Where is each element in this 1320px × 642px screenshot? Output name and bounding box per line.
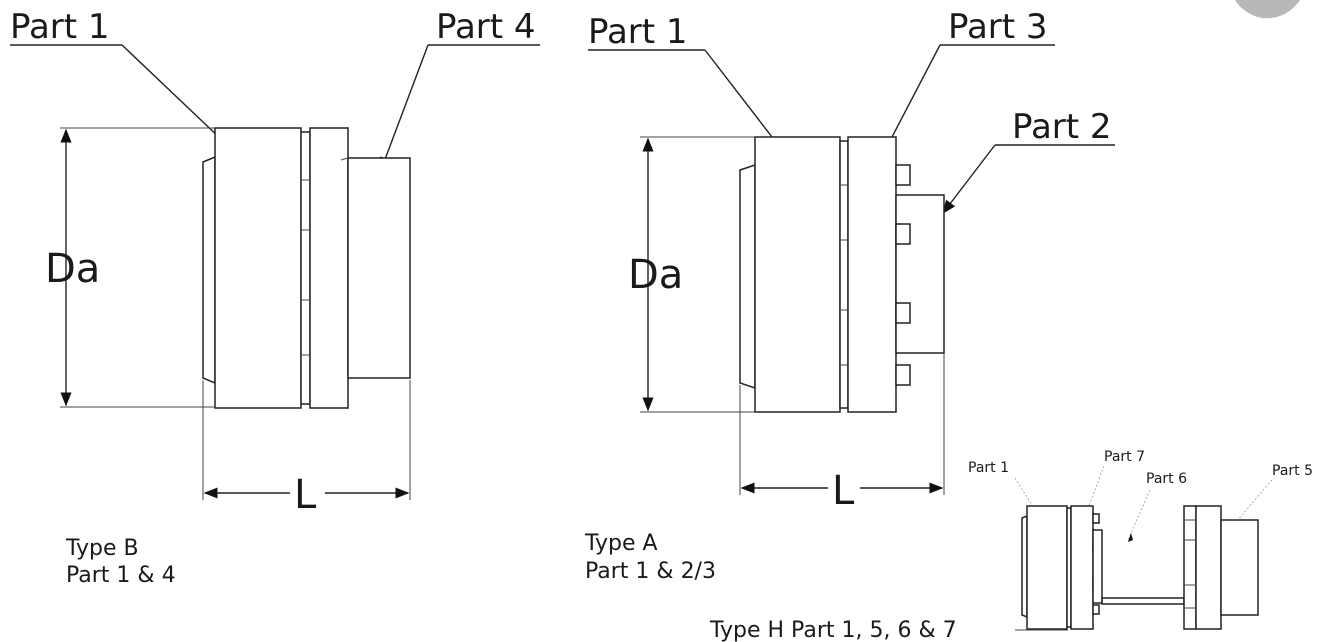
type-b-flange [309, 127, 349, 409]
type-h-part5-body [1220, 519, 1259, 616]
type-b-part1-body [214, 127, 302, 409]
type-b-da-label: Da [45, 246, 100, 292]
type-b-caption-1: Type B [65, 536, 139, 561]
type-h-part7-label: Part 7 [1104, 449, 1145, 465]
type-a-part3-flange [847, 136, 897, 413]
type-h-part1-leader [1014, 477, 1038, 514]
type-b-l-label: L [294, 472, 317, 518]
type-a-caption-1: Type A [584, 531, 658, 556]
type-b-part1-label: Part 1 [10, 7, 110, 47]
part2-leader [942, 144, 996, 215]
type-a-drawing: Part 1 Part 3 Part 2 Da L Type A Part 1 … [584, 7, 1115, 584]
type-a-l-label: L [832, 468, 855, 514]
type-a-part1-label: Part 1 [588, 12, 688, 52]
arrow-tip [1128, 533, 1133, 542]
type-h-part6-label: Part 6 [1146, 471, 1187, 487]
type-h-part5-leader [1235, 479, 1273, 523]
type-b-hub-lip [202, 155, 216, 385]
type-b-gap [300, 131, 311, 405]
type-h-part1-body [1026, 505, 1068, 630]
bolt-head [895, 302, 911, 324]
type-a-hub-lip [739, 163, 756, 390]
type-a-da-label: Da [628, 252, 683, 298]
edge [340, 157, 349, 161]
bolt-head [895, 223, 911, 245]
type-h-part6-leader [1127, 489, 1151, 541]
type-h-right-ring [1183, 505, 1197, 630]
type-a-part2-body [895, 194, 945, 354]
type-h-part1-label: Part 1 [968, 460, 1009, 476]
corner-decoration [1235, 0, 1300, 19]
bolt-head [895, 364, 911, 386]
type-h-part5-label: Part 5 [1272, 463, 1313, 479]
type-b-part4-label: Part 4 [436, 7, 536, 47]
type-h-part5-flange [1195, 505, 1222, 630]
type-h-part7-leader [1087, 465, 1105, 509]
type-b-part4-body [347, 157, 411, 379]
type-a-gap [839, 140, 849, 409]
type-h-drawing: Part 1 Part 7 Part 6 Part 5 Type H Part … [709, 449, 1313, 642]
type-a-part1-body [754, 136, 841, 413]
type-a-part3-label: Part 3 [948, 7, 1048, 47]
type-a-caption-2: Part 1 & 2/3 [585, 559, 716, 584]
type-b-caption-2: Part 1 & 4 [66, 563, 176, 588]
part4-leader [380, 44, 429, 172]
type-h-shaft-stub [1092, 529, 1103, 604]
type-h-part6-spacer [1101, 597, 1185, 605]
type-h-caption: Type H Part 1, 5, 6 & 7 [709, 618, 957, 642]
type-a-part2-label: Part 2 [1012, 107, 1112, 147]
type-b-drawing: Part 1 Part 4 Da L Type B Part 1 & 4 [10, 7, 540, 588]
type-h-part7-flange [1070, 505, 1094, 630]
bolt-head [895, 164, 911, 186]
